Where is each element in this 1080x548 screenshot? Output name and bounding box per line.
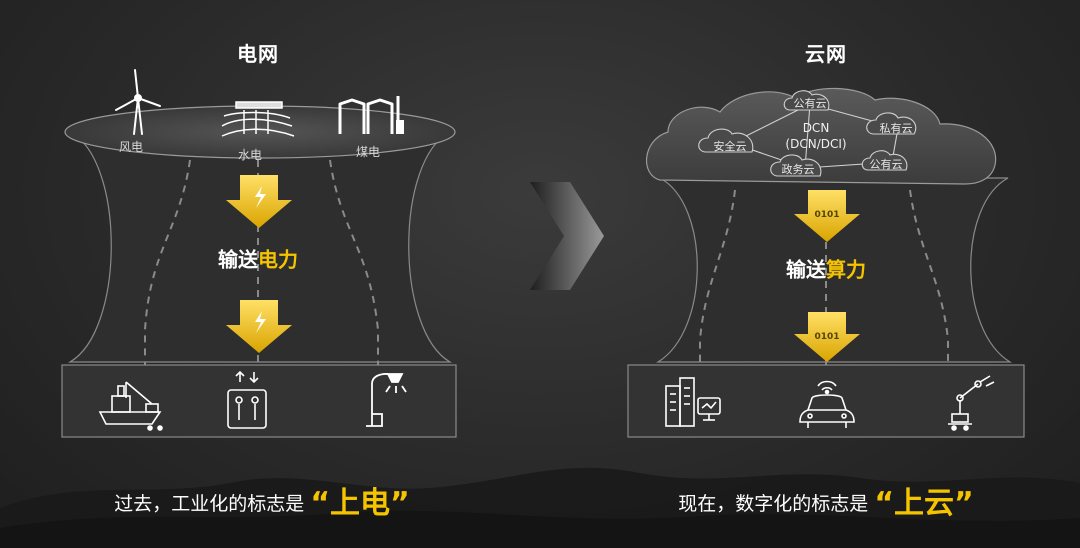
wind-turbine-icon	[115, 69, 161, 135]
port-crane-icon	[98, 381, 163, 431]
left-transport-gold: 电力	[258, 247, 298, 272]
street-lamp-icon	[366, 373, 407, 427]
left-panel-title: 电网	[237, 42, 279, 66]
government-cloud-label: 政务云	[781, 163, 815, 176]
private-cloud-label: 私有云	[879, 122, 913, 135]
left-funnel	[67, 131, 453, 363]
right-panel-title: 云网	[805, 42, 847, 66]
left-transport-text: 输送电力	[218, 244, 298, 273]
hydro-power-label: 水电	[237, 148, 263, 162]
left-caption-highlight: “上电”	[310, 486, 410, 521]
wind-power-label: 风电	[118, 140, 144, 154]
right-arrow-bottom	[794, 312, 860, 362]
security-cloud-label: 安全云	[713, 140, 747, 153]
coal-plant-icon	[338, 96, 404, 134]
right-transport-text: 输送算力	[786, 254, 866, 283]
dcn-line2: (DCN/DCI)	[785, 137, 847, 151]
left-transport-white: 输送	[218, 247, 258, 272]
left-arrow-top	[226, 175, 292, 228]
left-caption-prefix: 过去，工业化的标志是	[114, 493, 305, 515]
robot-arm-icon	[948, 375, 995, 431]
elevator-icon	[227, 370, 267, 429]
right-transport-white: 输送	[786, 257, 826, 282]
right-transport-gold: 算力	[826, 257, 866, 282]
smart-building-icon	[665, 377, 721, 427]
right-caption: 现在，数字化的标志是 “上云”	[678, 478, 974, 522]
right-top-cloud	[646, 87, 997, 185]
left-caption: 过去，工业化的标志是 “上电”	[114, 478, 410, 522]
dcn-label: DCN (DCN/DCI)	[785, 120, 846, 152]
right-funnel	[655, 177, 1013, 363]
hydro-dam-icon	[221, 101, 295, 137]
connected-car-icon	[799, 380, 855, 428]
left-arrow-bottom	[226, 300, 292, 353]
public-cloud-label-bottom: 公有云	[869, 158, 903, 171]
right-arrow-top	[794, 190, 860, 242]
bits-bottom: 0101	[814, 332, 840, 342]
right-caption-prefix: 现在，数字化的标志是	[678, 493, 869, 515]
transition-chevron-icon	[530, 182, 604, 290]
dcn-line1: DCN	[802, 121, 830, 135]
cloud-network-panel	[627, 87, 1025, 438]
right-caption-highlight: “上云”	[874, 486, 974, 521]
public-cloud-label-top: 公有云	[793, 97, 827, 110]
power-grid-panel	[61, 69, 457, 438]
bits-top: 0101	[814, 210, 840, 220]
mountain-silhouette	[0, 467, 1080, 548]
coal-power-label: 煤电	[355, 145, 381, 159]
